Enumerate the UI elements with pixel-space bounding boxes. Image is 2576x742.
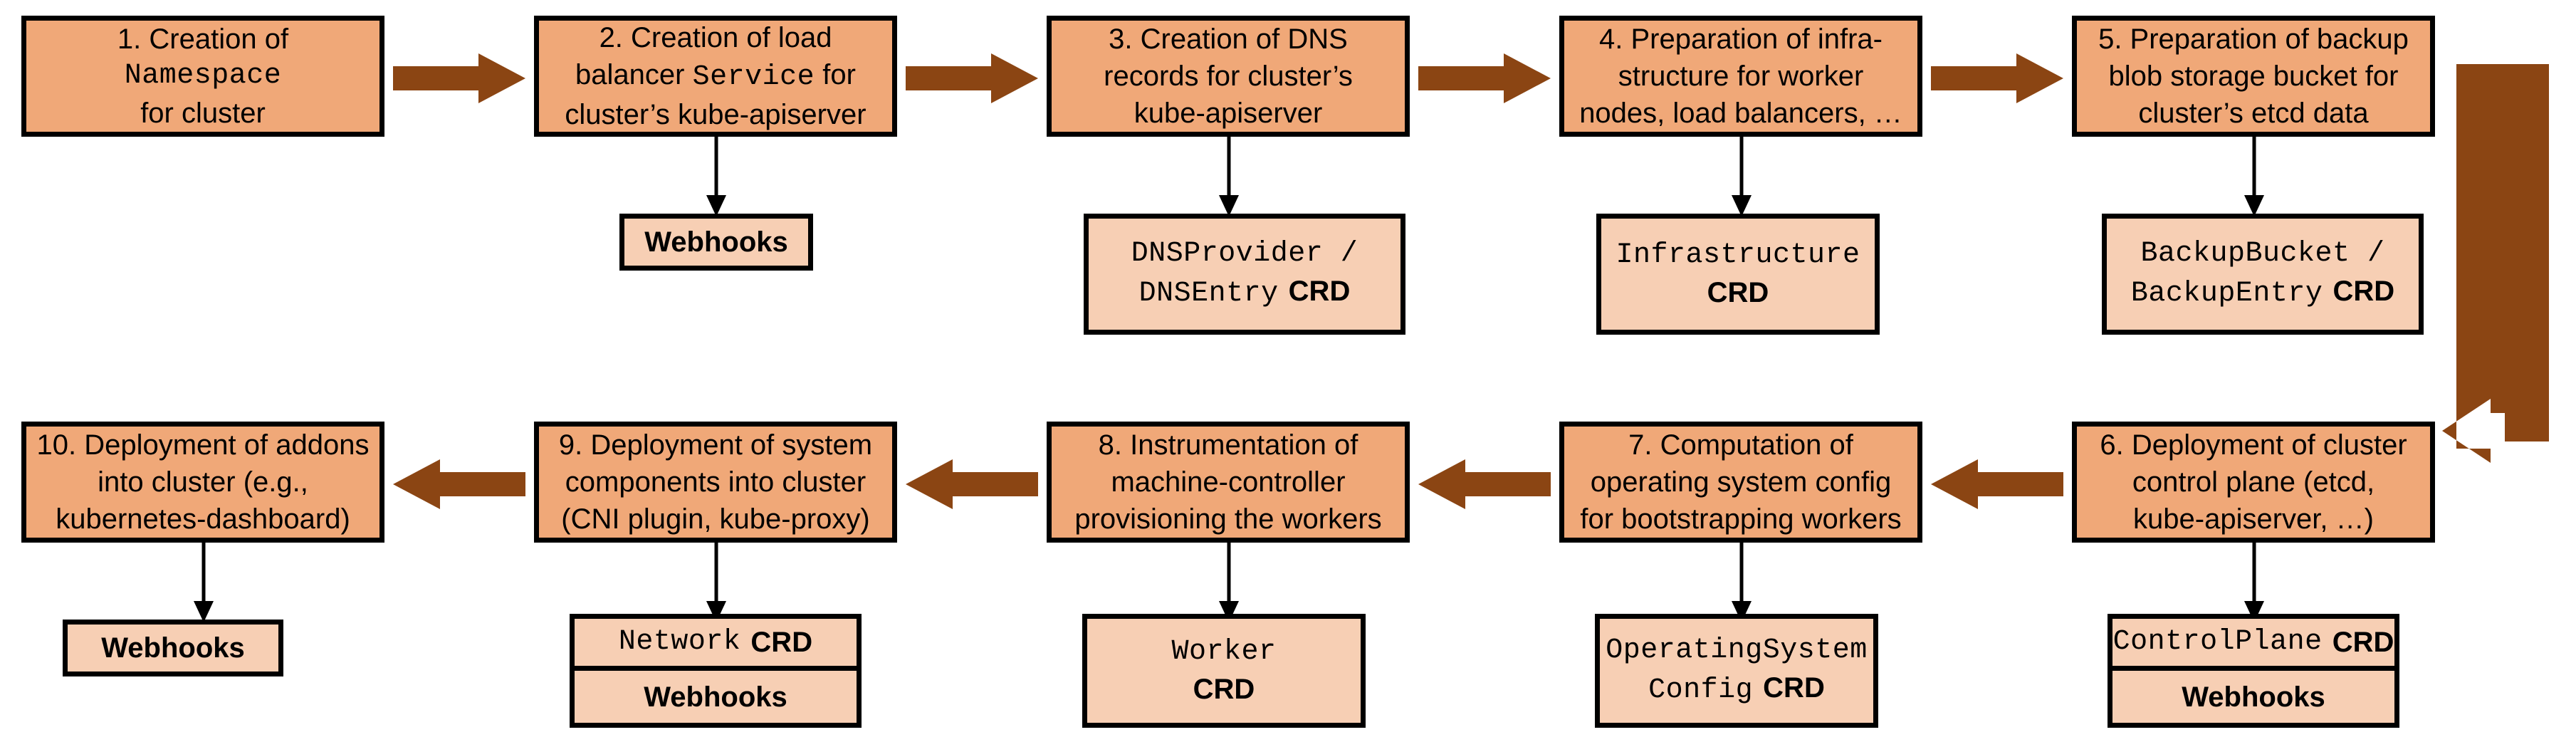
controlplane-crd-suffix: CRD [2332, 627, 2394, 658]
webhooks-step10-label: Webhooks [101, 632, 245, 664]
step-1-line-2: Namespace [124, 60, 282, 92]
step-5-line-1: 5. Preparation of backup [2098, 23, 2409, 55]
step-10-line-2: into cluster (e.g., [98, 466, 308, 498]
network-crd-stack[interactable]: Network CRD Webhooks [570, 614, 862, 728]
step-3-line-3: kube-apiserver [1133, 98, 1323, 129]
worker-crd-type: Worker [1171, 636, 1277, 668]
step-box-1[interactable]: 1. Creation of Namespace for cluster [21, 16, 384, 137]
controlplane-webhooks-cell[interactable]: Webhooks [2112, 671, 2394, 723]
step-3-line-1: 3. Creation of DNS [1109, 23, 1348, 55]
controlplane-webhooks-label: Webhooks [2182, 681, 2325, 713]
worker-crd-suffix: CRD [1193, 674, 1255, 705]
step-box-3[interactable]: 3. Creation of DNS records for cluster’s… [1047, 16, 1410, 137]
step-3-line-2: records for cluster’s [1104, 61, 1353, 92]
dns-crd-suffix: CRD [1288, 276, 1351, 307]
worker-crd-box[interactable]: Worker CRD [1082, 614, 1366, 728]
arrow-step5-to-step6-elbow [2435, 53, 2576, 495]
webhooks-box-step2[interactable]: Webhooks [619, 214, 813, 271]
connector-step8-to-worker-crd [1216, 543, 1242, 622]
step-8-line-2: machine-controller [1111, 466, 1346, 498]
infrastructure-crd-type: Infrastructure [1616, 239, 1860, 271]
step-9-line-3: (CNI plugin, kube-proxy) [561, 503, 870, 535]
step-4-line-1: 4. Preparation of infra- [1599, 23, 1883, 55]
step-1-line-1: 1. Creation of [117, 23, 289, 55]
step-7-line-1: 7. Computation of [1628, 429, 1853, 461]
webhooks-box-step10[interactable]: Webhooks [63, 620, 283, 676]
backup-crd-line-1: BackupBucket / [2140, 238, 2385, 270]
step-7-line-2: operating system config [1590, 466, 1892, 498]
controlplane-crd-type: ControlPlane [2112, 626, 2323, 658]
step-box-4[interactable]: 4. Preparation of infra- structure for w… [1559, 16, 1922, 137]
arrow-step2-to-step3 [906, 53, 1038, 103]
webhooks-step2-label: Webhooks [644, 226, 788, 258]
network-webhooks-cell[interactable]: Webhooks [575, 671, 857, 723]
step-10-line-3: kubernetes-dashboard) [56, 503, 350, 535]
step-2-line-3: cluster’s kube-apiserver [565, 99, 866, 130]
step-box-5[interactable]: 5. Preparation of backup blob storage bu… [2072, 16, 2435, 137]
network-webhooks-label: Webhooks [644, 681, 787, 713]
osc-crd-line-1: OperatingSystem [1606, 634, 1868, 667]
backup-crd-suffix: CRD [2332, 276, 2395, 307]
step-box-2[interactable]: 2. Creation of load balancer Service for… [534, 16, 897, 137]
step-1-line-3: for cluster [140, 98, 266, 129]
dns-crd-line-1: DNSProvider / [1131, 238, 1358, 270]
dns-crd-box[interactable]: DNSProvider / DNSEntry CRD [1084, 214, 1405, 335]
connector-step6-to-controlplane-crd [2241, 543, 2267, 622]
step-4-line-3: nodes, load balancers, … [1579, 98, 1902, 129]
step-2-line-2-b: for [815, 59, 856, 90]
arrow-step4-to-step5 [1931, 53, 2063, 103]
backup-crd-line-2: BackupEntry CRD [2131, 273, 2394, 313]
step-box-6[interactable]: 6. Deployment of cluster control plane (… [2072, 422, 2435, 543]
controlplane-crd-stack[interactable]: ControlPlane CRD Webhooks [2108, 614, 2399, 728]
step-box-9[interactable]: 9. Deployment of system components into … [534, 422, 897, 543]
infrastructure-crd-box[interactable]: Infrastructure CRD [1596, 214, 1880, 335]
connector-step3-to-dns-crd [1216, 137, 1242, 216]
network-crd-suffix: CRD [750, 627, 813, 658]
osc-crd-box[interactable]: OperatingSystem Config CRD [1595, 614, 1878, 728]
step-2-line-2-mono: Service [692, 61, 815, 93]
connector-step7-to-osc-crd [1729, 543, 1754, 622]
dns-crd-line-2: DNSEntry CRD [1139, 273, 1351, 313]
arrow-step7-to-step8 [1418, 459, 1551, 509]
step-6-line-1: 6. Deployment of cluster [2100, 429, 2407, 461]
connector-step9-to-network-crd [703, 543, 729, 622]
connector-step10-to-webhooks [191, 543, 216, 622]
step-5-line-3: cluster’s etcd data [2138, 98, 2369, 129]
step-2-line-2-a: balancer [575, 59, 693, 90]
arrow-step8-to-step9 [906, 459, 1038, 509]
backup-crd-box[interactable]: BackupBucket / BackupEntry CRD [2102, 214, 2424, 335]
osc-crd-suffix: CRD [1763, 672, 1825, 704]
step-box-7[interactable]: 7. Computation of operating system confi… [1559, 422, 1922, 543]
step-8-line-1: 8. Instrumentation of [1098, 429, 1358, 461]
osc-crd-line-2: Config CRD [1648, 669, 1825, 709]
connector-step2-to-webhooks [703, 137, 729, 216]
arrow-step6-to-step7 [1931, 459, 2063, 509]
network-crd-cell[interactable]: Network CRD [575, 619, 857, 671]
step-9-line-2: components into cluster [565, 466, 866, 498]
dns-crd-type: DNSEntry [1138, 278, 1279, 310]
step-4-line-2: structure for worker [1618, 61, 1864, 92]
step-6-line-2: control plane (etcd, [2132, 466, 2375, 498]
controlplane-crd-cell[interactable]: ControlPlane CRD [2112, 619, 2394, 671]
step-10-line-1: 10. Deployment of addons [36, 429, 370, 461]
network-crd-type: Network [618, 626, 741, 658]
step-8-line-3: provisioning the workers [1074, 503, 1382, 535]
infrastructure-crd-suffix: CRD [1707, 277, 1769, 308]
connector-step4-to-infrastructure-crd [1729, 137, 1754, 216]
step-2-line-2: balancer Service for [575, 56, 856, 96]
arrow-step9-to-step10 [393, 459, 525, 509]
step-9-line-1: 9. Deployment of system [558, 429, 873, 461]
step-box-8[interactable]: 8. Instrumentation of machine-controller… [1047, 422, 1410, 543]
connector-step5-to-backup-crd [2241, 137, 2267, 216]
osc-crd-type: Config [1648, 674, 1754, 706]
step-6-line-3: kube-apiserver, …) [2133, 503, 2374, 535]
step-5-line-2: blob storage bucket for [2108, 61, 2399, 92]
arrow-step1-to-step2 [393, 53, 525, 103]
step-2-line-1: 2. Creation of load [599, 22, 832, 53]
backup-crd-type: BackupEntry [2130, 278, 2323, 310]
arrow-step3-to-step4 [1418, 53, 1551, 103]
step-box-10[interactable]: 10. Deployment of addons into cluster (e… [21, 422, 384, 543]
step-7-line-3: for bootstrapping workers [1580, 503, 1902, 535]
